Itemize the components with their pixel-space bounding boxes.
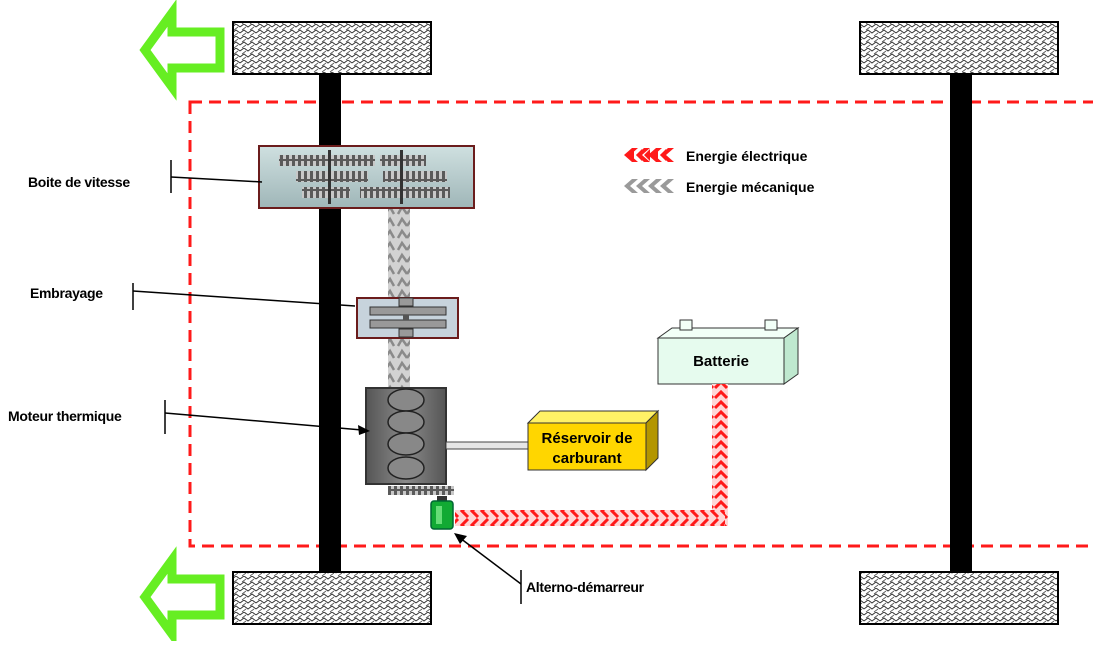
engine-label: Moteur thermique <box>8 408 122 424</box>
vehicle-boundary <box>188 100 1093 548</box>
engine-gear <box>388 486 454 495</box>
legend: Energie électrique Energie mécanique <box>624 148 815 195</box>
gearbox-label: Boite de vitesse <box>28 174 130 190</box>
mechanical-flow-clutch-engine <box>388 338 410 388</box>
rear-axle <box>950 70 972 578</box>
wheel-front-left <box>232 21 432 75</box>
battery-label: Batterie <box>693 353 749 370</box>
battery-terminal-icon <box>764 319 778 331</box>
fuel-line <box>445 441 529 450</box>
legend-electric-label: Energie électrique <box>686 148 808 164</box>
gearbox <box>258 145 475 209</box>
battery-terminal-icon <box>679 319 693 331</box>
clutch-label: Embrayage <box>30 285 103 301</box>
legend-mechanical-swatch <box>624 179 674 193</box>
engine <box>365 387 454 495</box>
battery: Batterie <box>656 319 800 385</box>
left-arrow-icon <box>139 546 225 646</box>
wheel-front-right <box>232 571 432 625</box>
wheels <box>232 21 1059 625</box>
starter-label: Alterno-démarreur <box>526 579 645 595</box>
fuel-tank-label-line1: Réservoir de <box>542 430 633 447</box>
legend-electric-swatch <box>624 148 674 162</box>
callout-gearbox: Boite de vitesse <box>28 160 263 193</box>
clutch <box>356 297 459 339</box>
wheel-rear-left <box>859 21 1059 75</box>
wheel-rear-right <box>859 571 1059 625</box>
callout-engine: Moteur thermique <box>8 400 370 435</box>
mechanical-flow-gearbox-clutch <box>388 208 410 298</box>
callout-starter: Alterno-démarreur <box>454 533 645 604</box>
fuel-tank: Réservoir de carburant <box>526 409 660 472</box>
callout-clutch: Embrayage <box>30 283 356 310</box>
fuel-tank-label-line2: carburant <box>552 450 621 467</box>
left-arrow-icon <box>139 0 225 101</box>
electric-flow <box>455 384 728 526</box>
legend-mechanical-label: Energie mécanique <box>686 179 815 195</box>
starter-alternator <box>430 496 454 530</box>
